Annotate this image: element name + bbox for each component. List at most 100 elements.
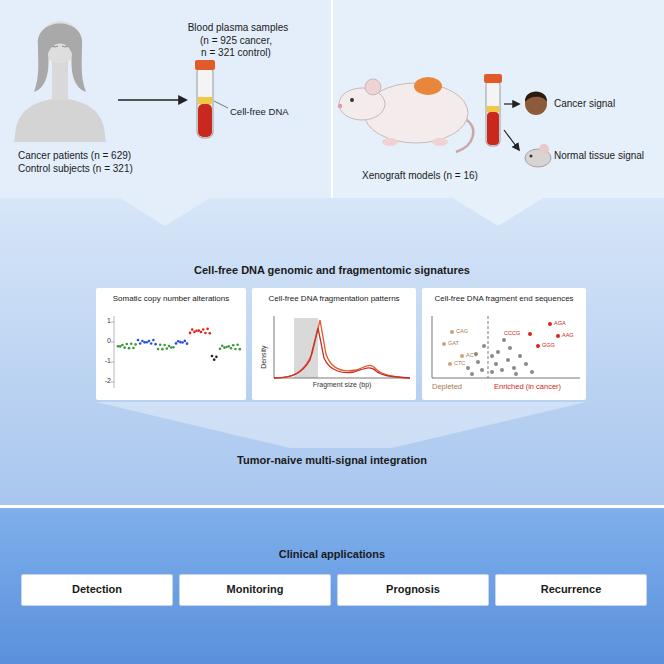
axis-tick — [111, 362, 114, 363]
copy-number-dot — [132, 347, 135, 350]
copy-number-dot — [215, 356, 218, 359]
section-heading: Clinical applications — [0, 548, 664, 561]
plot-label: GAT — [448, 340, 470, 347]
plot-label: 1 — [98, 317, 111, 325]
annotation-label: Control subjects (n = 321) — [18, 163, 178, 175]
motif-dot — [490, 370, 494, 374]
axis-tick — [111, 342, 114, 343]
box-title: Prognosis — [342, 583, 484, 596]
woman-body — [14, 98, 106, 142]
copy-number-dot — [159, 344, 162, 347]
motif-dot — [480, 368, 484, 372]
application-box: Monitoring — [179, 574, 331, 606]
box-title: Cell-free DNA fragment end sequences — [426, 294, 582, 304]
copy-number-dot — [219, 347, 222, 350]
mouse-foot — [432, 138, 448, 146]
flow-wedge — [120, 198, 210, 226]
motif-dot — [490, 354, 494, 358]
annotation-label: Cell-free DNA — [230, 106, 310, 117]
motif-dot — [536, 344, 540, 348]
motif-dot — [528, 332, 532, 336]
arrow-line — [504, 130, 519, 150]
copy-number-dot — [154, 343, 157, 346]
application-box: Detection — [21, 574, 173, 606]
copy-number-dot — [221, 344, 224, 347]
tumor — [414, 77, 442, 95]
integration-funnel — [96, 402, 586, 448]
copy-number-dot — [239, 348, 242, 351]
mouse-ear — [365, 79, 381, 95]
plot-label: Enriched (in cancer) — [494, 382, 584, 391]
left-panel — [0, 0, 331, 198]
copy-number-dot — [200, 331, 203, 334]
section-panel: Somatic copy number alterations Cell-fre… — [0, 198, 664, 505]
copy-number-dot — [223, 346, 226, 349]
plot-label: Depleted — [432, 382, 482, 391]
copy-number-dot — [157, 348, 160, 351]
motif-dot — [494, 362, 498, 366]
copy-number-dot — [123, 346, 126, 349]
copy-number-dot — [117, 345, 120, 348]
mouse-nose — [338, 104, 342, 108]
copy-number-dot — [152, 339, 155, 342]
copy-number-plot — [96, 312, 246, 396]
plot-label: Density — [260, 337, 268, 377]
blood-cells — [198, 104, 212, 137]
copy-number-dot — [213, 358, 216, 361]
motif-dot — [524, 362, 528, 366]
motif-dot — [518, 354, 522, 358]
copy-number-dot — [146, 341, 149, 344]
annotation-label: Cancer patients (n = 629) — [18, 150, 178, 162]
arrow-line — [118, 99, 186, 100]
box-title: Monitoring — [184, 583, 326, 596]
motif-dot — [476, 360, 480, 364]
copy-number-dot — [163, 344, 166, 347]
motif-dot — [466, 366, 470, 370]
application-box: Recurrence — [495, 574, 647, 606]
motif-dot — [496, 350, 500, 354]
copy-number-dot — [175, 342, 178, 345]
woman-hair — [34, 24, 86, 93]
copy-number-dot — [137, 339, 140, 342]
motif-dot — [442, 342, 446, 346]
copy-number-dot — [172, 346, 175, 349]
copy-number-dot — [202, 328, 205, 331]
motif-dot — [530, 370, 534, 374]
motif-dot — [556, 334, 560, 338]
copy-number-dot — [209, 332, 212, 335]
copy-number-dot — [119, 345, 122, 348]
copy-number-dot — [228, 345, 231, 348]
axis-tick — [111, 322, 114, 323]
copy-number-dot — [126, 343, 129, 346]
box-title: Cell-free DNA fragmentation patterns — [256, 294, 412, 304]
copy-number-dot — [191, 328, 194, 331]
signature-box: Somatic copy number alterations — [96, 288, 246, 400]
blood-tube — [486, 80, 500, 146]
flow-wedge — [453, 198, 543, 226]
copy-number-dot — [170, 346, 173, 349]
motif-dot — [460, 354, 464, 358]
section-heading: Cell-free DNA genomic and fragmentomic s… — [0, 264, 664, 277]
box-title: Detection — [26, 583, 168, 596]
copy-number-dot — [230, 347, 233, 350]
copy-number-dot — [134, 343, 137, 346]
copy-number-dot — [184, 340, 187, 343]
axis-line — [432, 316, 433, 378]
arrow-line — [504, 103, 519, 104]
axis-line — [432, 378, 580, 379]
blood-tube — [197, 66, 213, 138]
motif-dot — [470, 372, 474, 376]
plot-label: CTC — [454, 360, 476, 367]
plot-label: AAG — [562, 332, 584, 339]
copy-number-dot — [181, 341, 184, 344]
motif-dot — [508, 346, 512, 350]
plot-label: -2 — [98, 377, 111, 385]
copy-number-dot — [225, 346, 228, 349]
copy-number-dot — [186, 342, 189, 345]
copy-number-dot — [198, 329, 201, 332]
copy-number-dot — [128, 347, 131, 350]
copy-number-dot — [130, 343, 133, 346]
copy-number-dot — [204, 332, 207, 335]
copy-number-dot — [148, 340, 151, 343]
tube-cap — [195, 60, 215, 70]
